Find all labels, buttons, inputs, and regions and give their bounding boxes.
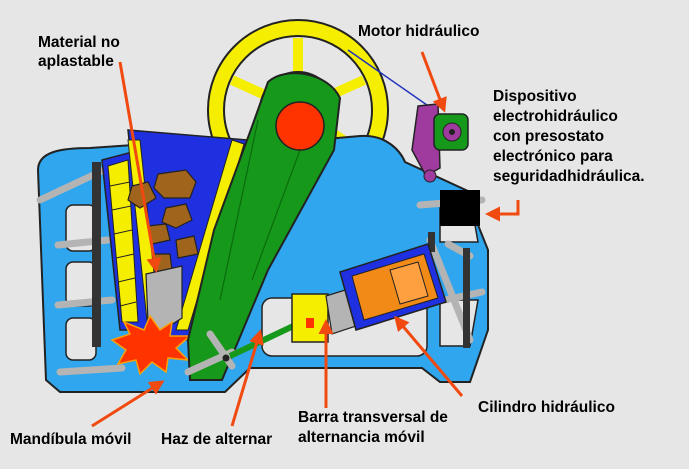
drive-belt [347,49,438,113]
label-jaw: Mandíbula móvil [10,431,131,448]
label-device-4: electrónico para [493,148,613,165]
label-bar-1: Barra transversal de [298,409,448,426]
hydraulic-motor [411,103,469,183]
label-device-5: seguridadhidráulica. [493,168,645,185]
moving-jaw [184,72,342,381]
impact-burst [110,314,193,376]
fixed-jaw-teeth [109,181,137,307]
arrows [91,51,520,428]
label-device-2: electrohidráulico [493,108,618,125]
label-bar-2: alternancia móvil [298,429,425,446]
hydraulic-cylinder [339,243,447,331]
label-material-2: aplastable [38,53,114,70]
electrohydraulic-device [440,190,480,226]
right-jaw-plate [175,139,245,331]
toggle-bar [291,293,329,343]
label-toggle-beam: Haz de alternar [161,431,272,448]
label-device-3: con presostato [493,128,604,145]
label-material: Material no [38,34,120,51]
label-motor: Motor hidráulico [358,23,479,40]
label-cylinder: Cilindro hidráulico [478,399,615,416]
label-device-1: Dispositivo [493,88,577,105]
